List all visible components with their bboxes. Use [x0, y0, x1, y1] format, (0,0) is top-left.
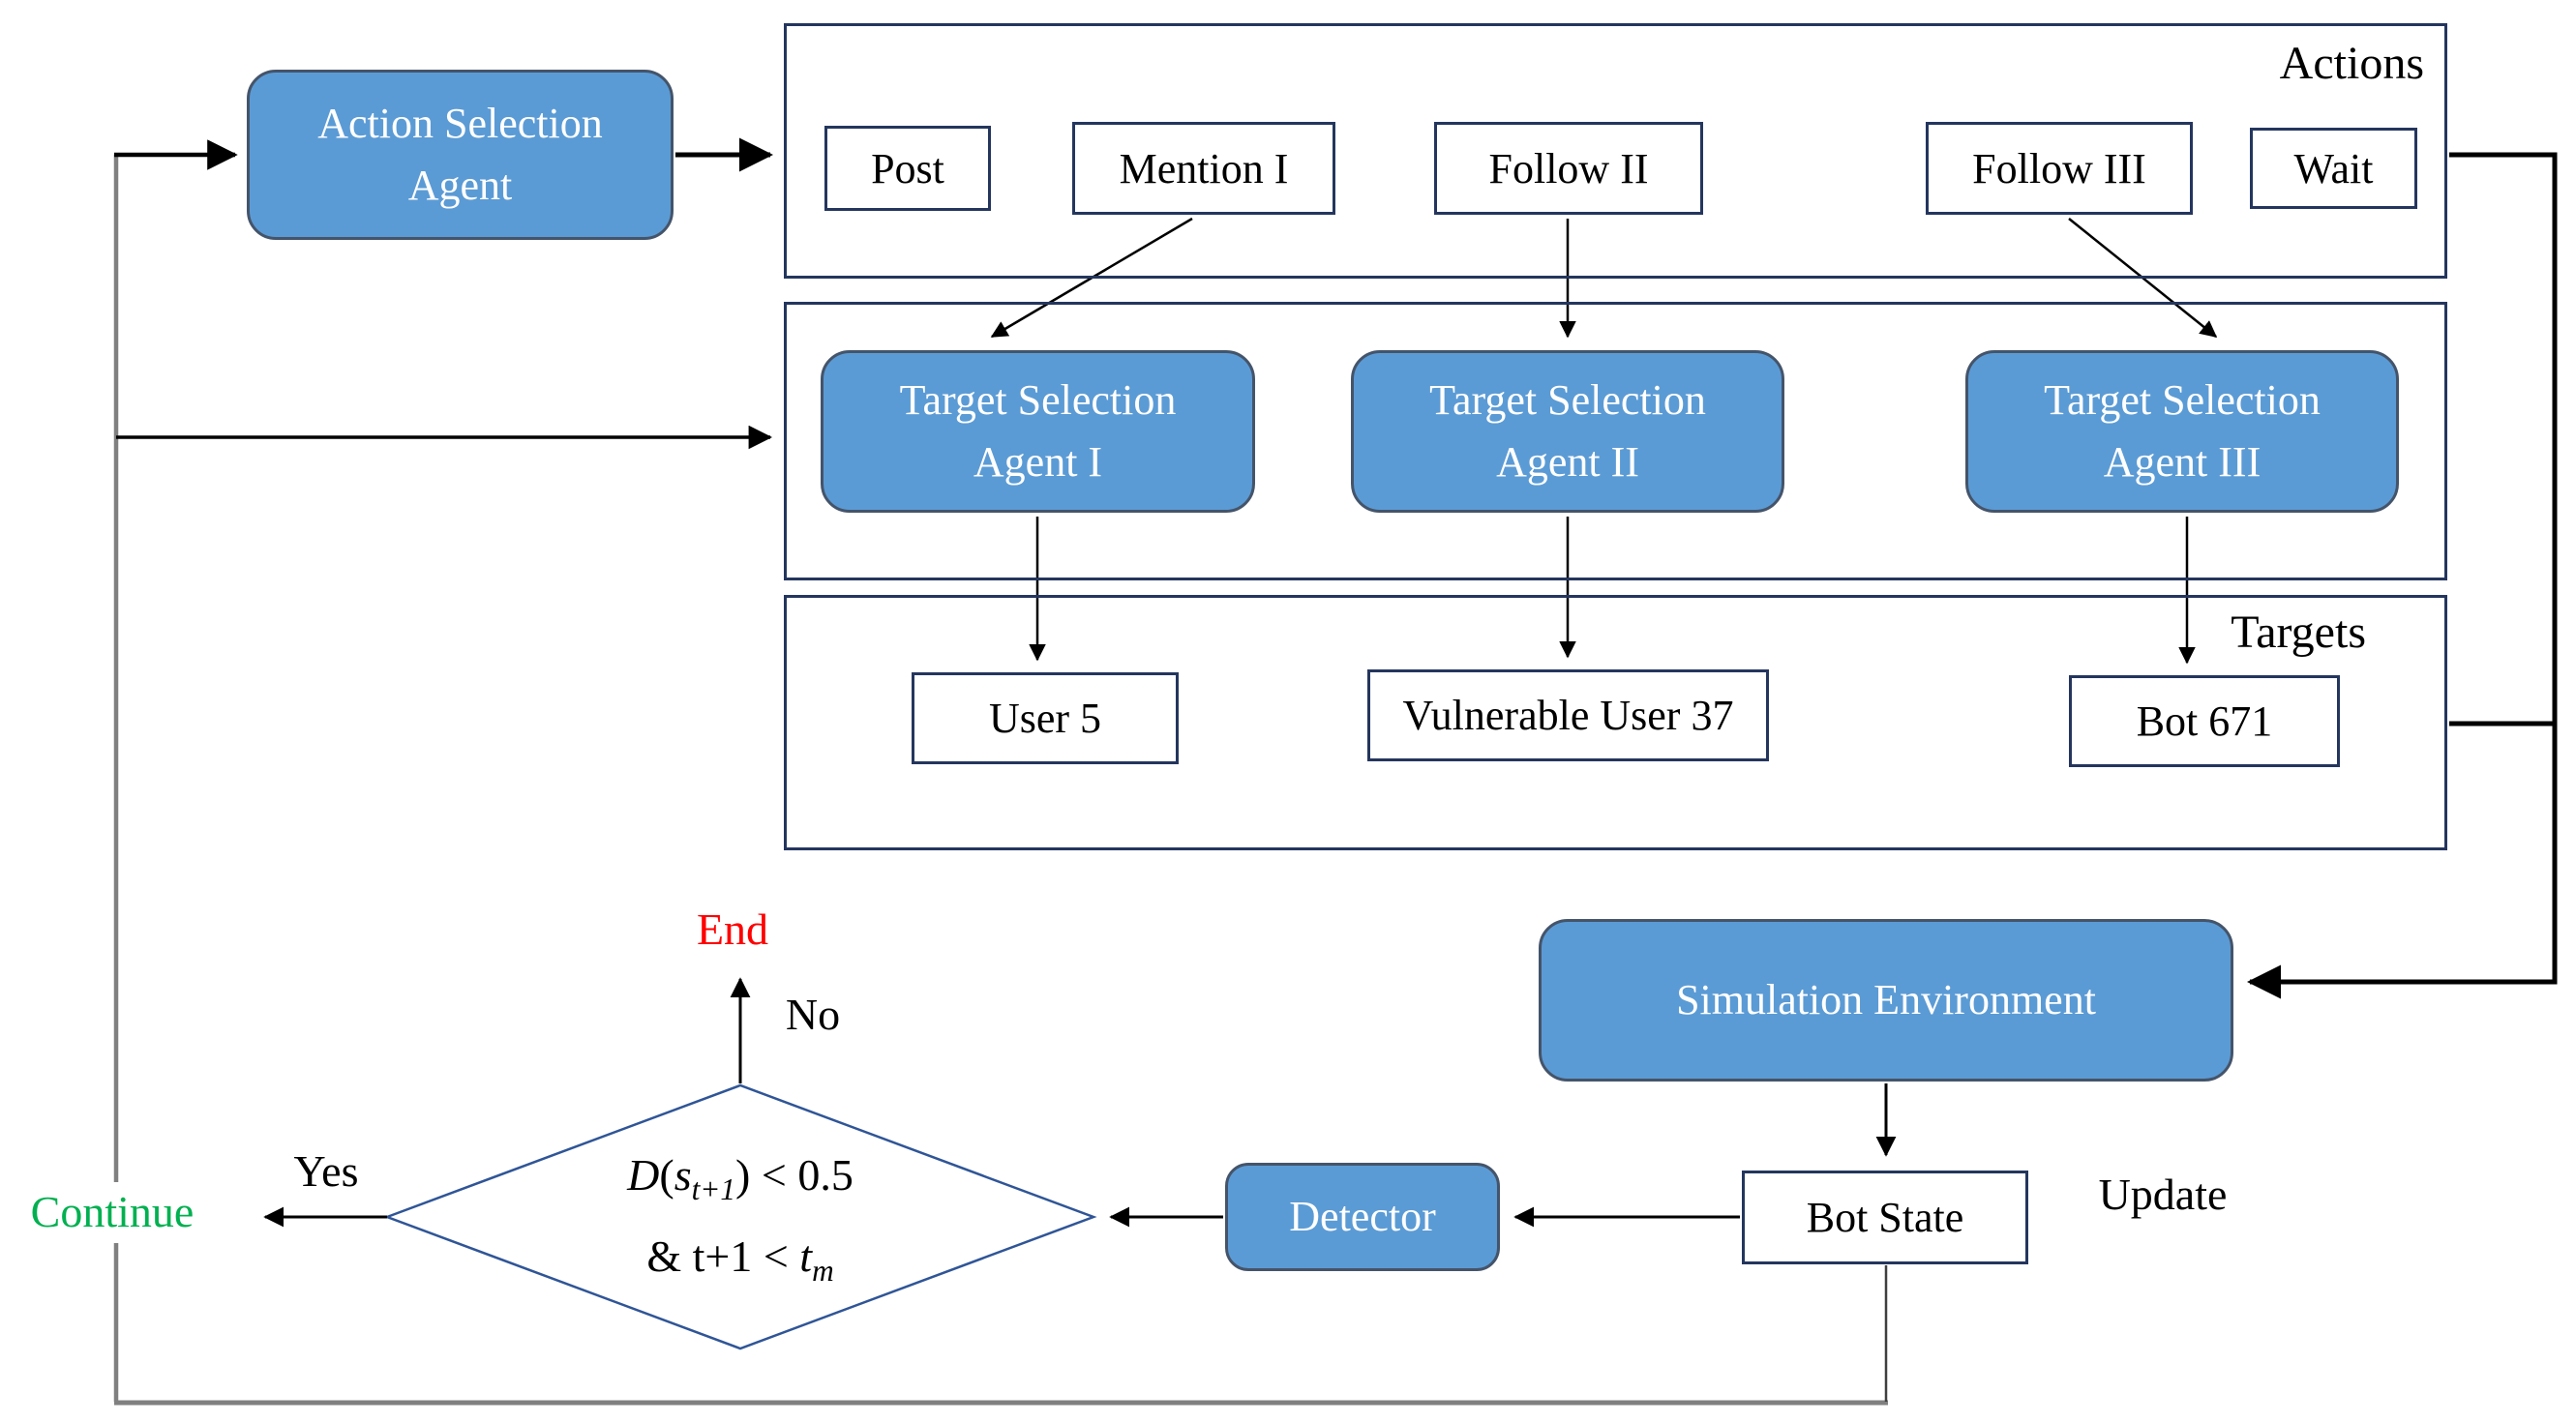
- node-target-agent-2-label: Target Selection Agent II: [1429, 376, 1706, 486]
- targets-container-label: Targets: [2231, 607, 2366, 658]
- actions-container-label: Actions: [2279, 38, 2424, 89]
- node-action-selection-agent-label: Action Selection Agent: [317, 100, 603, 209]
- action-box-wait: Wait: [2250, 128, 2417, 209]
- arrow-right-rail-to-simulation: [2247, 152, 2558, 999]
- target-box-user5: User 5: [912, 672, 1179, 764]
- node-simulation-environment-label: Simulation Environment: [1676, 976, 2096, 1024]
- node-detector: Detector: [1225, 1163, 1500, 1271]
- target-box-vulnerable-user: Vulnerable User 37: [1367, 669, 1769, 761]
- bot-state-label: Bot State: [1806, 1194, 1964, 1241]
- action-follow-3-label: Follow III: [1972, 144, 2146, 193]
- decision-condition: D(st+1) < 0.5 & t+1 < tm: [387, 1103, 1093, 1331]
- actions-container: [784, 23, 2447, 279]
- node-target-agent-3: Target Selection Agent III: [1965, 350, 2399, 513]
- node-target-agent-1: Target Selection Agent I: [821, 350, 1255, 513]
- target-box-bot671: Bot 671: [2069, 675, 2340, 767]
- action-mention-1-label: Mention I: [1119, 144, 1289, 193]
- action-box-follow-3: Follow III: [1926, 122, 2193, 215]
- target-vulnerable-user-label: Vulnerable User 37: [1402, 692, 1734, 739]
- action-box-mention-1: Mention I: [1072, 122, 1335, 215]
- action-post-label: Post: [871, 144, 944, 193]
- node-detector-label: Detector: [1289, 1193, 1436, 1241]
- action-box-post: Post: [824, 126, 991, 211]
- node-target-agent-2: Target Selection Agent II: [1351, 350, 1784, 513]
- end-label: End: [696, 904, 769, 954]
- action-box-follow-2: Follow II: [1434, 122, 1703, 215]
- targets-container: [784, 595, 2447, 850]
- target-bot671-label: Bot 671: [2136, 697, 2273, 745]
- node-simulation-environment: Simulation Environment: [1539, 919, 2233, 1082]
- target-agents-container: [784, 302, 2447, 580]
- target-user5-label: User 5: [988, 695, 1102, 742]
- decision-diamond: [383, 1083, 1097, 1350]
- yes-label: Yes: [293, 1146, 359, 1196]
- continue-label: Continue: [30, 1187, 195, 1236]
- node-target-agent-3-label: Target Selection Agent III: [2044, 376, 2321, 486]
- action-follow-2-label: Follow II: [1488, 144, 1649, 193]
- decision-condition-line1: D(st+1) < 0.5: [627, 1149, 854, 1206]
- no-label: No: [785, 990, 841, 1039]
- update-label: Update: [2098, 1170, 2228, 1219]
- node-target-agent-1-label: Target Selection Agent I: [899, 376, 1177, 486]
- node-action-selection-agent: Action Selection Agent: [247, 70, 674, 240]
- action-wait-label: Wait: [2293, 144, 2374, 193]
- decision-condition-line2: & t+1 < tm: [646, 1231, 834, 1289]
- bot-state-box: Bot State: [1742, 1171, 2028, 1264]
